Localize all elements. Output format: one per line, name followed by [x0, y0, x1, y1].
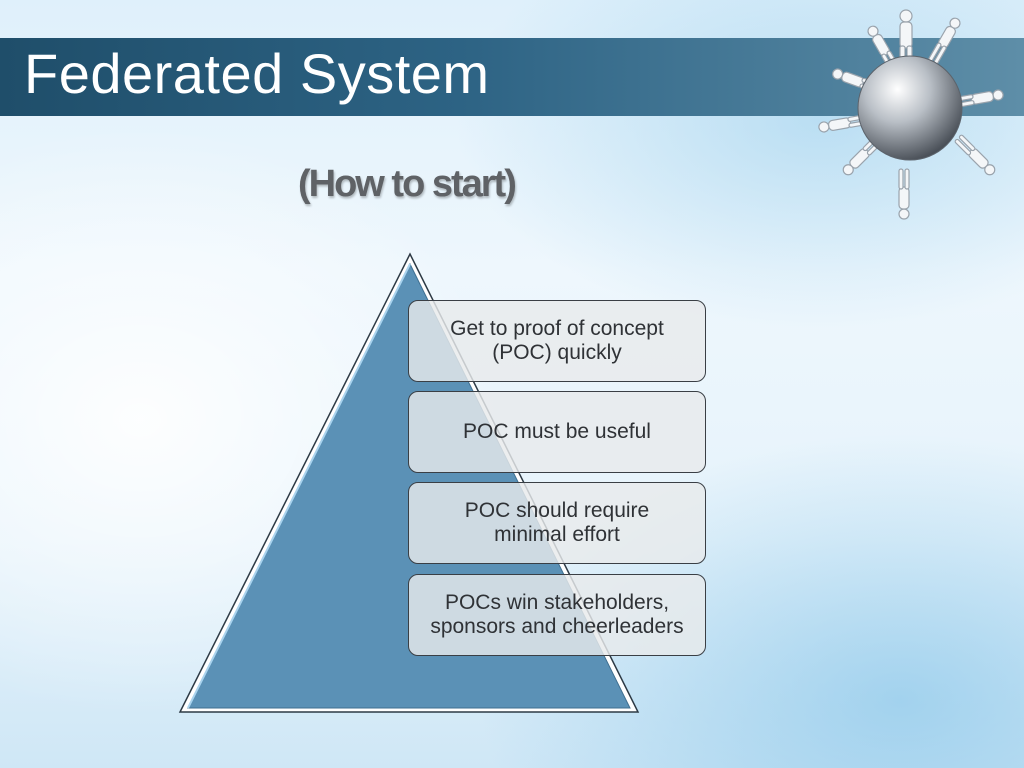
pyramid-step-1: Get to proof of concept (POC) quickly [408, 300, 706, 382]
pyramid-step-4-label: POCs win stakeholders, sponsors and chee… [430, 591, 684, 638]
pyramid-step-1-label: Get to proof of concept (POC) quickly [450, 317, 664, 364]
pyramid-step-2-label: POC must be useful [463, 420, 651, 443]
pyramid-step-4: POCs win stakeholders, sponsors and chee… [408, 574, 706, 656]
slide-title: Federated System [24, 42, 490, 105]
pyramid-step-3: POC should require minimal effort [408, 482, 706, 564]
globe-with-people-icon [818, 9, 1004, 220]
pyramid-step-2: POC must be useful [408, 391, 706, 473]
pyramid-step-3-label: POC should require minimal effort [464, 499, 650, 546]
slide-subtitle: (How to start) [298, 163, 517, 205]
